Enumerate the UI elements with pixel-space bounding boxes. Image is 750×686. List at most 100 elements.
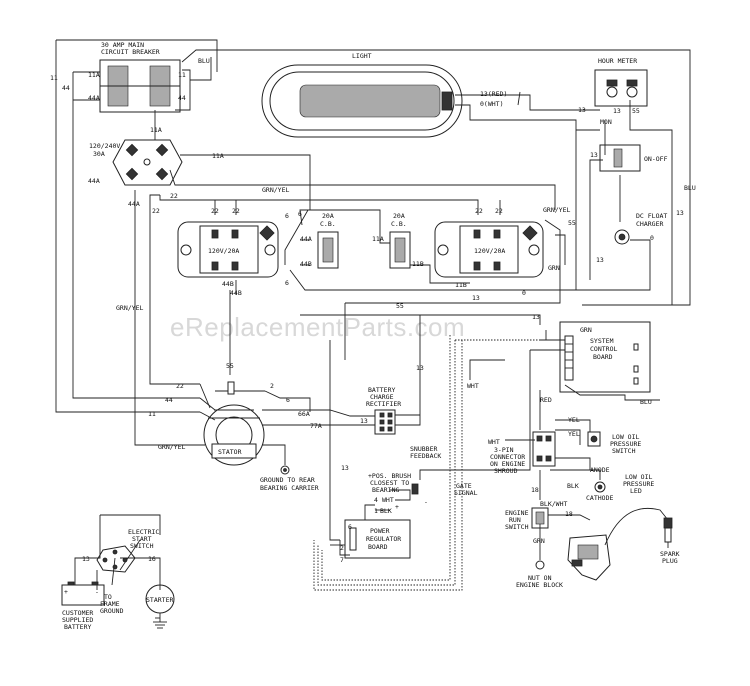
dc-float-charger: DC FLOAT CHARGER 0 (614, 212, 667, 245)
svg-text:22: 22 (211, 207, 219, 215)
customer-battery: + - CUSTOMER SUPPLIED BATTERY (61, 581, 105, 631)
svg-text:ON ENGINE: ON ENGINE (490, 460, 525, 468)
svg-text:SUPPLIED: SUPPLIED (62, 616, 93, 624)
svg-text:13: 13 (578, 106, 586, 114)
ignition-module (567, 534, 611, 581)
svg-text:LIGHT: LIGHT (352, 52, 372, 60)
svg-text:CIRCUIT BREAKER: CIRCUIT BREAKER (101, 48, 160, 56)
svg-text:22: 22 (152, 207, 160, 215)
svg-text:13: 13 (416, 364, 424, 372)
svg-text:11B: 11B (412, 260, 424, 268)
svg-text:TO: TO (104, 593, 112, 601)
svg-text:GRN/YEL: GRN/YEL (116, 304, 143, 312)
svg-text:BLU: BLU (684, 184, 696, 192)
receptacle-right: 120V/20A 22 22 GRN/YEL GRN 11B 0 13 (434, 206, 570, 302)
svg-text:1: 1 (374, 507, 378, 515)
svg-text:6: 6 (286, 396, 290, 404)
svg-text:22: 22 (495, 207, 503, 215)
svg-text:RED: RED (540, 396, 552, 404)
svg-text:120V/20A: 120V/20A (208, 247, 239, 255)
svg-text:SPARK: SPARK (660, 550, 680, 558)
svg-text:13: 13 (613, 107, 621, 115)
svg-text:ENGINE BLOCK: ENGINE BLOCK (516, 581, 563, 589)
svg-text:DC FLOAT: DC FLOAT (636, 212, 667, 220)
svg-text:STARTER: STARTER (146, 596, 173, 604)
svg-text:BOARD: BOARD (368, 543, 388, 551)
hour-meter: HOUR METER 13 55 MON (594, 57, 648, 126)
svg-text:11: 11 (178, 71, 186, 79)
on-off-switch: ON-OFF 13 (590, 144, 668, 172)
electric-start-switch: ELECTRIC START SWITCH 13 16 (82, 528, 159, 573)
svg-text:0: 0 (522, 289, 526, 297)
svg-text:-: - (424, 498, 428, 506)
svg-text:13: 13 (590, 151, 598, 159)
svg-text:20A: 20A (393, 212, 405, 220)
three-pin-connector: WHT 3-PIN CONNECTOR ON ENGINE SHROUD (488, 431, 556, 475)
svg-text:13: 13 (472, 294, 480, 302)
svg-text:MON: MON (600, 118, 612, 126)
svg-text:RECTIFIER: RECTIFIER (366, 400, 401, 408)
svg-text:2: 2 (270, 382, 274, 390)
svg-text:CHARGE: CHARGE (370, 393, 394, 401)
power-regulator-board: POWER REGULATOR BOARD 6 2 7 (340, 519, 411, 564)
gate-signal-label: GATE SIGNAL (454, 482, 478, 497)
svg-text:13: 13 (596, 256, 604, 264)
svg-text:START: START (132, 535, 152, 543)
svg-text:11: 11 (148, 410, 156, 418)
svg-text:C.B.: C.B. (320, 220, 336, 228)
svg-text:GROUND: GROUND (100, 607, 124, 615)
svg-text:YEL: YEL (568, 430, 580, 438)
svg-text:SHROUD: SHROUD (494, 467, 518, 475)
nut-on-engine-block: NUT ON ENGINE BLOCK (516, 560, 563, 589)
engine-run-switch: ENGINE RUN SWITCH 18 GRN (505, 507, 573, 545)
low-oil-pressure-switch: LOW OIL PRESSURE SWITCH (587, 431, 641, 455)
system-control-board: SYSTEM CONTROL BOARD GRN BLU (559, 321, 652, 406)
circuit-breaker-20a-left: 20A C.B. 44A 44B (300, 212, 339, 269)
svg-text:11A: 11A (88, 71, 100, 79)
svg-text:PRESSURE: PRESSURE (610, 440, 641, 448)
svg-text:3-PIN: 3-PIN (494, 446, 514, 454)
svg-text:WHT: WHT (382, 496, 394, 504)
svg-text:GRN/YEL: GRN/YEL (158, 443, 185, 451)
svg-text:CLOSEST TO: CLOSEST TO (370, 479, 409, 487)
svg-text:13: 13 (82, 555, 90, 563)
svg-text:16: 16 (148, 555, 156, 563)
svg-text:WHT: WHT (467, 382, 479, 390)
svg-text:CHARGER: CHARGER (636, 220, 663, 228)
svg-text:BLU: BLU (640, 398, 652, 406)
svg-text:CUSTOMER: CUSTOMER (62, 609, 93, 617)
svg-text:6: 6 (285, 279, 289, 287)
main-circuit-breaker: 30 AMP MAIN CIRCUIT BREAKER 11A 44A 11 4… (88, 41, 210, 113)
svg-text:POWER: POWER (370, 527, 390, 535)
svg-text:GRN/YEL: GRN/YEL (543, 206, 570, 214)
ground-rear-bearing: GROUND TO REAR BEARING CARRIER (260, 465, 319, 492)
svg-text:BOARD: BOARD (593, 353, 613, 361)
svg-text:11A: 11A (212, 152, 224, 160)
svg-text:GRN/YEL: GRN/YEL (262, 186, 289, 194)
svg-text:PLUG: PLUG (662, 557, 678, 565)
svg-text:GRN: GRN (548, 264, 560, 272)
svg-text:66A: 66A (298, 410, 310, 418)
svg-text:SNUBBER: SNUBBER (410, 445, 437, 453)
svg-text:4: 4 (374, 496, 378, 504)
svg-text:0: 0 (650, 234, 654, 242)
positive-brush: +POS. BRUSH CLOSEST TO BEARING 4 WHT + -… (368, 472, 428, 515)
svg-text:BATTERY: BATTERY (368, 386, 395, 394)
svg-text:55: 55 (568, 219, 576, 227)
svg-text:BLK/WHT: BLK/WHT (540, 500, 567, 508)
svg-text:0(WHT): 0(WHT) (480, 100, 503, 108)
svg-text:44: 44 (178, 94, 186, 102)
svg-text:BLU: BLU (198, 57, 210, 65)
svg-text:SWITCH: SWITCH (505, 523, 529, 531)
svg-text:22: 22 (170, 192, 178, 200)
svg-text:13(RED): 13(RED) (480, 90, 507, 98)
svg-text:ENGINE: ENGINE (505, 509, 529, 517)
svg-text:+POS. BRUSH: +POS. BRUSH (368, 472, 411, 480)
svg-text:RUN: RUN (509, 516, 521, 524)
svg-text:BATTERY: BATTERY (64, 623, 91, 631)
snubber-feedback-label: SNUBBER FEEDBACK (410, 445, 441, 460)
starter-motor: STARTER (145, 584, 175, 629)
circuit-breaker-20a-right: 20A C.B. 11A 11B (372, 212, 424, 269)
svg-text:77A: 77A (310, 422, 322, 430)
